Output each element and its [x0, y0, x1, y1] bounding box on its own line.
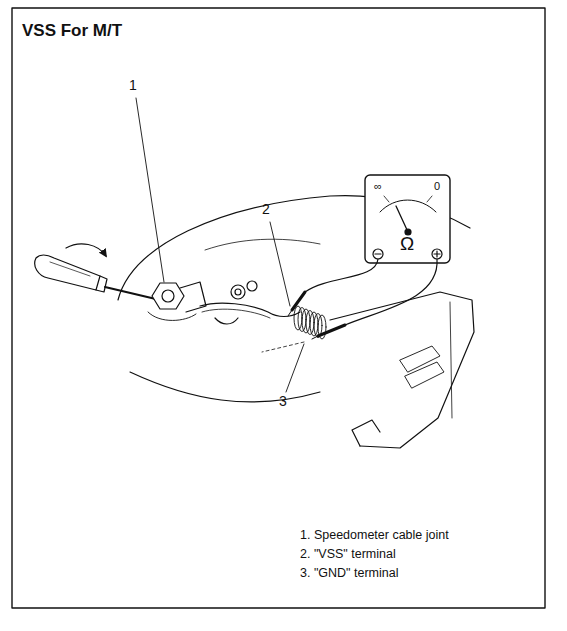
- legend-line: 1. Speedometer cable joint: [300, 529, 449, 543]
- legend-line: 3. "GND" terminal: [300, 567, 398, 581]
- legend-line: 2. "VSS" terminal: [300, 548, 396, 562]
- leader-line: [136, 98, 164, 282]
- scale-mark: ∞: [374, 180, 382, 192]
- figure-title: VSS For M/T: [22, 22, 122, 41]
- bolt-head: [231, 285, 245, 299]
- leader-line: [286, 344, 304, 392]
- housing-outline: [330, 292, 474, 448]
- probe: [292, 292, 305, 310]
- housing-edge: [450, 302, 452, 418]
- frame-border: [12, 8, 545, 608]
- bolt-head: [247, 281, 257, 291]
- bolt-head: [235, 289, 241, 295]
- speedometer-cable-joint: [148, 282, 206, 321]
- callout-number: 3: [279, 394, 287, 409]
- wire: [202, 309, 270, 318]
- leader-line: [270, 222, 290, 306]
- unit-symbol: Ω: [400, 234, 414, 255]
- test-lead: [345, 259, 437, 325]
- scale-mark: 0: [434, 180, 440, 192]
- probe-tip: [288, 310, 292, 316]
- connector-slot: [400, 346, 444, 388]
- screwdriver: [35, 244, 160, 300]
- wire-clip: [215, 318, 238, 324]
- callout-number: 2: [262, 202, 270, 217]
- test-lead: [305, 259, 378, 292]
- housing-outline: [352, 420, 380, 446]
- callout-number: 1: [129, 78, 137, 93]
- probe: [318, 325, 345, 336]
- probe-tip: [312, 336, 318, 339]
- case-rib: [205, 239, 320, 250]
- ohmmeter: [365, 175, 450, 263]
- hidden-line: [262, 342, 304, 352]
